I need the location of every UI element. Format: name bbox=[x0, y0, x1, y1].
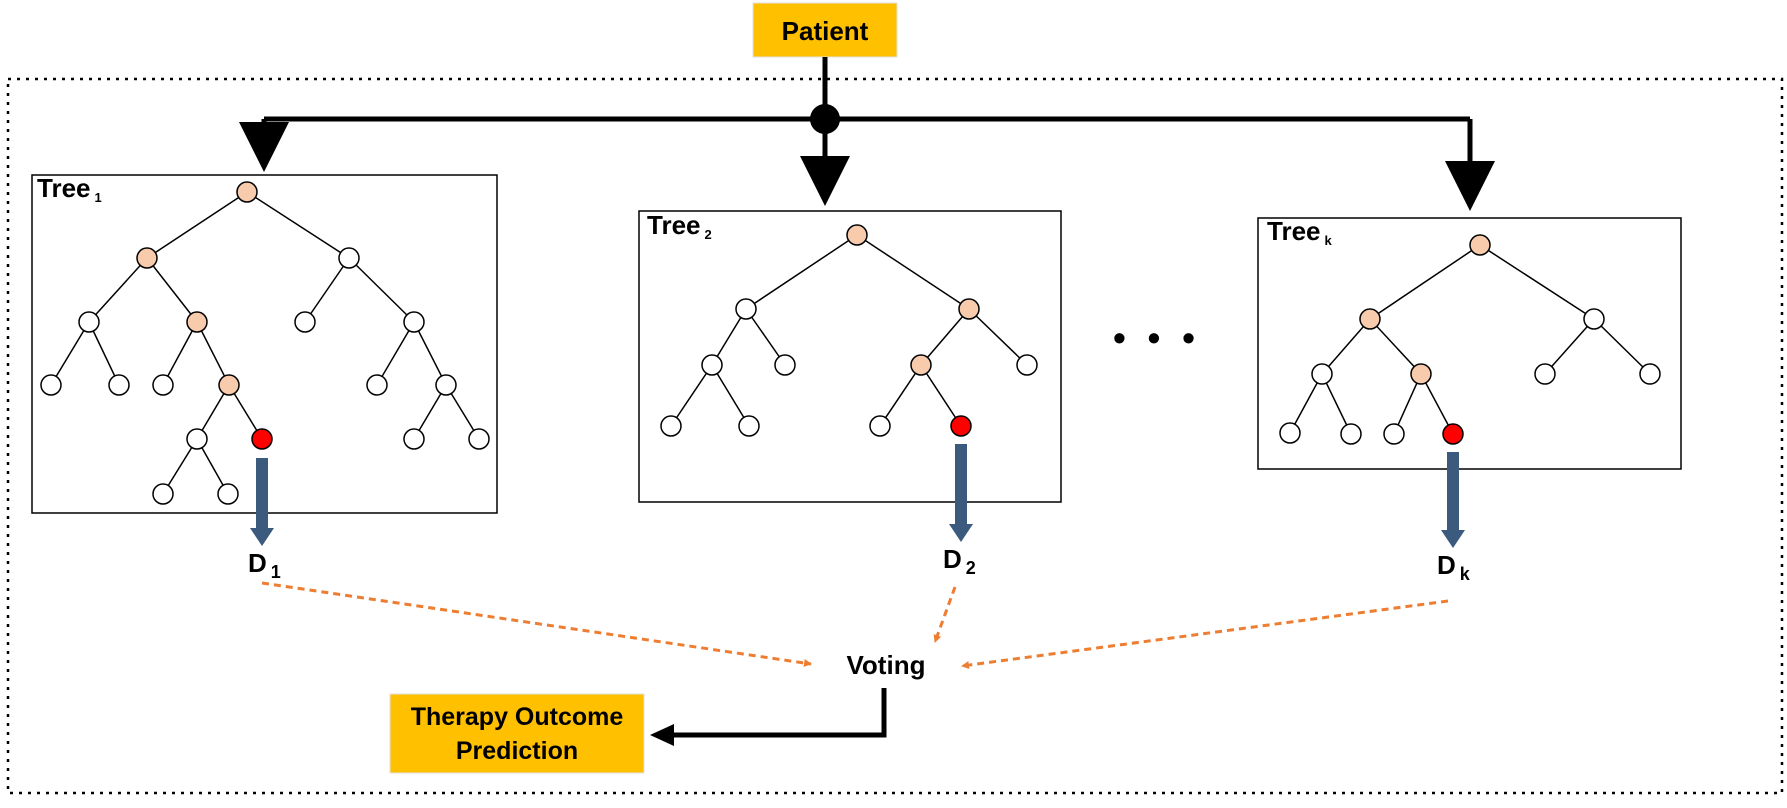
tree-node bbox=[294, 311, 316, 333]
vote-arrow-k bbox=[961, 599, 1449, 670]
tree-leaf-decision bbox=[251, 428, 273, 450]
tree-k-nodes bbox=[1279, 234, 1661, 445]
tree-leaf-decision bbox=[1442, 423, 1464, 445]
tree-node bbox=[846, 224, 868, 246]
patient-box: Patient bbox=[752, 2, 898, 58]
tree-2-edges bbox=[670, 234, 1028, 427]
vote-arrow-2 bbox=[933, 586, 957, 643]
more-trees-ellipsis: • • • bbox=[1113, 317, 1201, 358]
tree-node bbox=[108, 374, 130, 396]
outcome-connector bbox=[650, 688, 887, 746]
patient-box-bg bbox=[752, 2, 898, 58]
tree-node bbox=[735, 298, 757, 320]
tree-node bbox=[40, 374, 62, 396]
outcome-box-bg bbox=[389, 693, 645, 774]
ensemble-frame bbox=[6, 77, 1784, 795]
tree-node bbox=[338, 247, 360, 269]
tree-node bbox=[186, 311, 208, 333]
tree-node bbox=[774, 354, 796, 376]
tree-leaf-decision bbox=[950, 415, 972, 437]
tree-node bbox=[186, 428, 208, 450]
tree-node bbox=[1410, 363, 1432, 385]
tree-k-edges bbox=[1289, 244, 1651, 435]
split-junction bbox=[810, 104, 840, 134]
tree-node bbox=[136, 247, 158, 269]
tree-node bbox=[1359, 308, 1381, 330]
tree-node bbox=[366, 374, 388, 396]
tree-node bbox=[1311, 363, 1333, 385]
tree-node bbox=[403, 428, 425, 450]
tree-node bbox=[1583, 308, 1605, 330]
tree-1-decision-arrow bbox=[250, 458, 274, 546]
tree-node bbox=[1639, 363, 1661, 385]
tree-node bbox=[910, 354, 932, 376]
tree-node bbox=[1340, 423, 1362, 445]
tree-node bbox=[869, 415, 891, 437]
tree-node bbox=[435, 374, 457, 396]
vote-arrow-1 bbox=[261, 581, 812, 667]
tree-node bbox=[217, 483, 239, 505]
tree-k-decision-arrow bbox=[1441, 452, 1465, 548]
tree-node bbox=[1279, 422, 1301, 444]
tree-node bbox=[738, 415, 760, 437]
tree-node bbox=[1383, 423, 1405, 445]
tree-node bbox=[78, 311, 100, 333]
tree-node bbox=[218, 374, 240, 396]
vote-arrows bbox=[261, 581, 1449, 670]
outcome-label-line2: Prediction bbox=[456, 737, 578, 765]
tree-node bbox=[660, 415, 682, 437]
tree-1-nodes bbox=[40, 181, 490, 505]
tree-2-nodes bbox=[660, 224, 1038, 437]
tree-node bbox=[403, 311, 425, 333]
tree-node bbox=[468, 428, 490, 450]
tree-node bbox=[958, 298, 980, 320]
tree-node bbox=[152, 374, 174, 396]
voting-label: Voting bbox=[847, 650, 926, 680]
patient-label: Patient bbox=[782, 16, 869, 46]
tree-node bbox=[701, 354, 723, 376]
patient-connectors bbox=[239, 57, 1495, 211]
tree-node bbox=[1469, 234, 1491, 256]
tree-node bbox=[1534, 363, 1556, 385]
tree-node bbox=[236, 181, 258, 203]
tree-2-decision-arrow bbox=[949, 444, 973, 542]
outcome-box: Therapy Outcome Prediction bbox=[389, 693, 645, 774]
outcome-label-line1: Therapy Outcome bbox=[411, 703, 624, 731]
tree-node bbox=[152, 483, 174, 505]
tree-node bbox=[1016, 354, 1038, 376]
